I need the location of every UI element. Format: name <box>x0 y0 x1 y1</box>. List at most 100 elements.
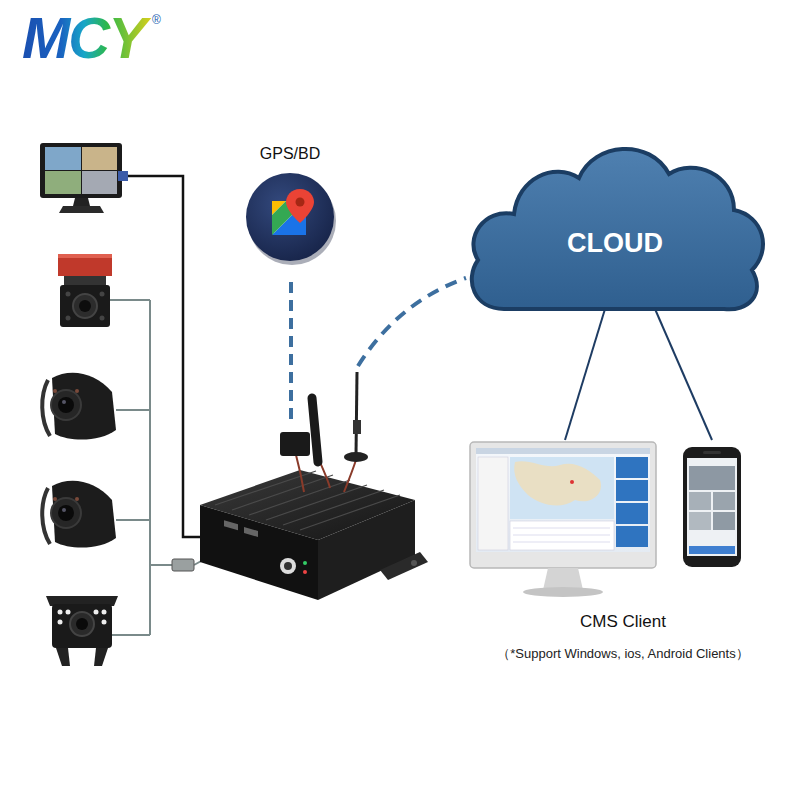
rear-camera <box>94 610 99 615</box>
desktop-monitor <box>616 457 648 478</box>
monitor-cable <box>118 171 212 543</box>
side-camera <box>52 373 116 440</box>
mdvr-box <box>411 560 417 566</box>
rear-camera <box>76 618 88 630</box>
antennas <box>320 462 330 488</box>
rear-camera <box>46 596 118 666</box>
desktop-monitor <box>616 503 648 524</box>
box-camera <box>100 292 105 297</box>
side-camera <box>51 498 81 528</box>
rear-camera <box>56 648 70 666</box>
desktop-monitor <box>513 528 610 529</box>
antennas <box>344 452 368 462</box>
registered-mark: ® <box>152 14 161 27</box>
rear-camera <box>58 610 63 615</box>
side-camera <box>42 373 116 440</box>
side-camera <box>53 389 57 393</box>
camera-cables <box>116 409 150 411</box>
mdvr-box <box>284 562 292 570</box>
mobile-phone <box>713 492 735 510</box>
desktop-monitor <box>514 461 601 505</box>
mobile-phone <box>689 466 735 490</box>
box-camera <box>73 294 97 318</box>
side-camera <box>75 389 79 393</box>
desktop-monitor <box>470 442 656 568</box>
side-camera <box>58 397 74 413</box>
mdvr-box <box>224 520 238 530</box>
mobile-phone <box>703 451 721 454</box>
rear-camera <box>58 620 63 625</box>
desktop-monitor <box>570 480 574 484</box>
connector-line <box>565 309 605 440</box>
desktop-monitor <box>510 521 614 550</box>
desktop-monitor <box>543 568 583 590</box>
map-pin-icon <box>272 189 314 235</box>
mdvr-box <box>303 570 307 574</box>
monitor-cable <box>128 176 200 537</box>
mobile-phone <box>683 447 741 567</box>
mobile-phone <box>713 512 735 530</box>
brand-logo: MCY <box>22 6 151 70</box>
mdvr-box <box>244 527 258 537</box>
display-monitor <box>40 143 122 198</box>
mdvr-box <box>200 505 318 600</box>
box-camera <box>100 316 105 321</box>
box-camera <box>79 300 91 312</box>
antennas <box>312 398 318 462</box>
side-camera <box>53 497 57 501</box>
box-camera <box>58 254 112 327</box>
camera-cables <box>149 300 151 635</box>
rear-camera <box>94 648 108 666</box>
mdvr-box <box>303 561 307 565</box>
rear-camera <box>102 620 107 625</box>
side-camera <box>42 380 50 436</box>
mdvr-box <box>380 552 428 580</box>
mdvr-box <box>280 558 296 574</box>
desktop-monitor <box>476 448 650 552</box>
side-camera <box>42 488 50 544</box>
display-monitor <box>40 143 122 213</box>
camera-cables <box>110 299 150 301</box>
desktop-monitor <box>470 442 656 597</box>
desktop-monitor <box>510 457 614 519</box>
side-camera <box>62 508 66 512</box>
mobile-phone <box>689 492 711 510</box>
mobile-phone <box>683 447 741 567</box>
camera-cables <box>112 634 150 636</box>
box-camera <box>58 254 112 258</box>
desktop-monitor <box>523 587 603 597</box>
box-camera <box>66 316 71 321</box>
box-camera <box>60 285 110 327</box>
map-pin-icon <box>296 198 305 207</box>
side-camera <box>51 390 81 420</box>
desktop-monitor <box>476 448 650 454</box>
gps-dashed-link <box>289 282 293 426</box>
mdvr-box <box>200 470 428 600</box>
box-camera <box>58 254 112 276</box>
display-monitor <box>82 147 117 170</box>
rear-camera <box>52 604 112 648</box>
mobile-phone <box>689 546 735 554</box>
antennas <box>353 420 361 434</box>
camera-cables <box>110 300 203 635</box>
camera-cables <box>116 519 150 521</box>
display-monitor <box>45 147 81 170</box>
side-camera <box>42 481 116 548</box>
desktop-monitor <box>616 526 648 547</box>
gps-circle <box>246 173 334 261</box>
desktop-monitor <box>513 542 610 543</box>
antennas <box>296 455 304 492</box>
side-camera <box>62 400 66 404</box>
rear-camera <box>102 610 107 615</box>
antennas <box>356 372 357 455</box>
antennas <box>280 372 368 492</box>
rear-camera <box>70 612 94 636</box>
antennas <box>280 432 310 456</box>
desktop-monitor <box>513 535 610 536</box>
cable-plug <box>172 559 194 571</box>
node-heading: CMS Client <box>462 612 784 632</box>
side-camera <box>52 481 116 548</box>
gps-node: GPS/BD <box>240 143 340 265</box>
mdvr-box <box>318 500 415 600</box>
